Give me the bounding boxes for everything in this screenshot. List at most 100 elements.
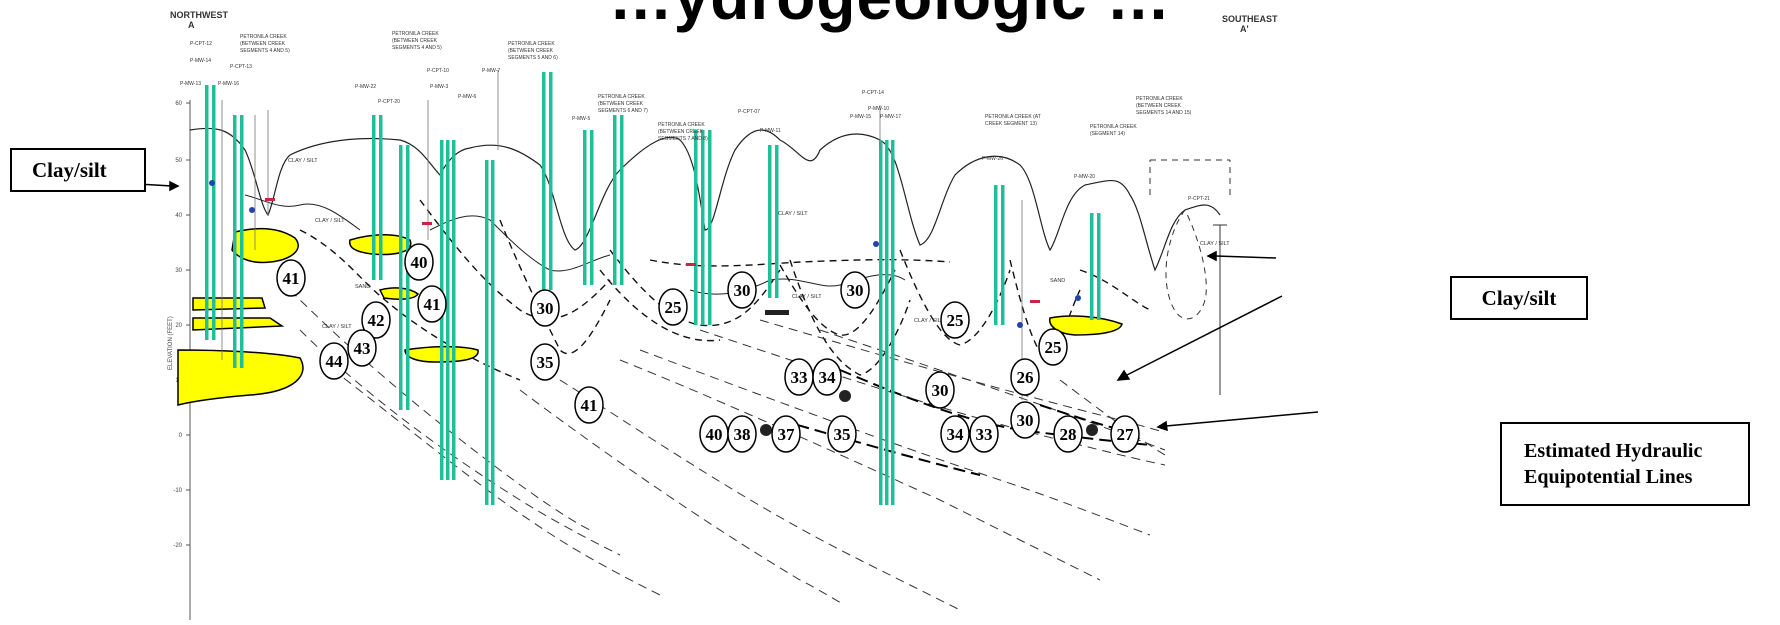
- y-tick-label: 20: [175, 323, 182, 329]
- well-screen-bar: [485, 160, 489, 505]
- northwest-label: NORTHWEST: [170, 10, 228, 20]
- svg-text:37: 37: [778, 425, 796, 444]
- equipotential-value: 30: [840, 271, 870, 309]
- svg-text:44: 44: [326, 352, 344, 371]
- svg-text:40: 40: [706, 425, 723, 444]
- soil-label: CLAY / SILT: [1200, 241, 1230, 247]
- right-boundary-well: [1213, 224, 1227, 395]
- equipotential-value: 28: [1053, 415, 1083, 453]
- well-label: P-MW-13: [180, 81, 201, 87]
- equipotential-long-lines: [289, 289, 1166, 611]
- well-screen-bar: [491, 160, 495, 505]
- well-label: P-MW-10: [868, 106, 889, 112]
- equipotential-value: 30: [727, 271, 757, 309]
- sand-lens: [192, 297, 266, 311]
- well-label: P-CPT-10: [427, 68, 449, 74]
- svg-text:30: 30: [734, 281, 751, 300]
- well-screen-bar: [885, 140, 889, 505]
- svg-text:40: 40: [411, 253, 428, 272]
- well-label: P-MW-17: [880, 114, 901, 120]
- equipotential-value: 33: [969, 415, 999, 453]
- equipotential-callout-line1: Estimated Hydraulic: [1524, 440, 1703, 462]
- well-screen-bar: [379, 115, 383, 280]
- well-screen-bar: [1090, 213, 1094, 320]
- well-label: P-CPT-21: [1188, 196, 1210, 202]
- y-tick-label: -10: [173, 488, 182, 494]
- sand-lenses: [177, 227, 1123, 406]
- well-screen-bar: [620, 115, 624, 285]
- well-screen-bar: [590, 130, 594, 285]
- equipotential-value: 41: [574, 386, 604, 424]
- ground-surface-line: [189, 127, 1221, 272]
- equipotential-value: 26: [1010, 358, 1040, 396]
- svg-text:33: 33: [976, 425, 993, 444]
- svg-text:35: 35: [537, 353, 554, 372]
- equipotential-value: 34: [940, 415, 970, 453]
- equipotential-value: 41: [276, 259, 306, 297]
- well-screen-bar: [583, 130, 587, 285]
- equipotential-callout: Estimated Hydraulic Equipotential Lines: [1500, 422, 1750, 506]
- svg-text:25: 25: [1045, 338, 1062, 357]
- equipotential-value: 43: [347, 329, 377, 367]
- equipotential-value: 37: [771, 415, 801, 453]
- northwest-letter: A: [188, 20, 195, 30]
- well-screen-bar: [452, 140, 456, 480]
- equipotential-value: 30: [530, 289, 560, 327]
- equipotential-callout-line2: Equipotential Lines: [1524, 466, 1693, 488]
- well-label: P-CPT-14: [862, 90, 884, 96]
- well-screen-bar: [549, 72, 553, 290]
- y-tick-label: 0: [179, 433, 183, 439]
- clay-silt-callout-left: Clay/silt: [10, 148, 146, 192]
- svg-text:30: 30: [1017, 411, 1034, 430]
- well-screen-bar: [372, 115, 376, 280]
- clay-dashed-lines: [299, 199, 1151, 381]
- y-ticks: 6050403020100-10-20: [173, 101, 190, 549]
- diagram-title: …ydrogeologic …: [0, 0, 1780, 34]
- y-tick-label: 50: [175, 158, 182, 164]
- observation-dots: [760, 390, 1098, 436]
- well-screen-bar: [694, 130, 698, 325]
- well-label: P-CPT-20: [378, 99, 400, 105]
- equipotential-value: 30: [925, 371, 955, 409]
- soil-label: SAND: [355, 284, 370, 290]
- well-screen-bar: [1001, 185, 1005, 325]
- callout-arrows: [137, 180, 1319, 432]
- equipotential-value: 27: [1110, 415, 1140, 453]
- svg-text:43: 43: [354, 339, 371, 358]
- well-label: P-MW-26: [982, 156, 1003, 162]
- well-screen-bar: [1097, 213, 1101, 320]
- soil-label: CLAY / SILT: [315, 218, 345, 224]
- well-screen-bar: [212, 85, 216, 340]
- well-screen-bar: [446, 140, 450, 480]
- svg-text:42: 42: [368, 311, 385, 330]
- equipotential-value: 38: [727, 415, 757, 453]
- well-screen-bar: [891, 140, 895, 505]
- well-screen-bar: [768, 145, 772, 298]
- y-tick-label: 40: [175, 213, 182, 219]
- sand-lens: [231, 227, 299, 264]
- svg-text:34: 34: [947, 425, 965, 444]
- svg-text:30: 30: [932, 381, 949, 400]
- equipotential-value: 30: [1010, 401, 1040, 439]
- equipotential-value: 25: [940, 301, 970, 339]
- well-label: P-CPT-07: [738, 109, 760, 115]
- svg-text:41: 41: [581, 396, 598, 415]
- y-tick-label: 60: [175, 101, 182, 107]
- well-label: P-MW-15: [850, 114, 871, 120]
- well-screen-bar: [399, 145, 403, 410]
- well-label: P-MW-16: [218, 81, 239, 87]
- creek-label: PETRONILA CREEK(SEGMENT 14): [1090, 124, 1137, 137]
- equipotential-value: 40: [699, 415, 729, 453]
- equipotential-value: 41: [417, 285, 447, 323]
- well-screen-bar: [708, 130, 712, 325]
- clay-silt-callout-right: Clay/silt: [1450, 276, 1588, 320]
- well-label: P-MW-5: [572, 116, 590, 122]
